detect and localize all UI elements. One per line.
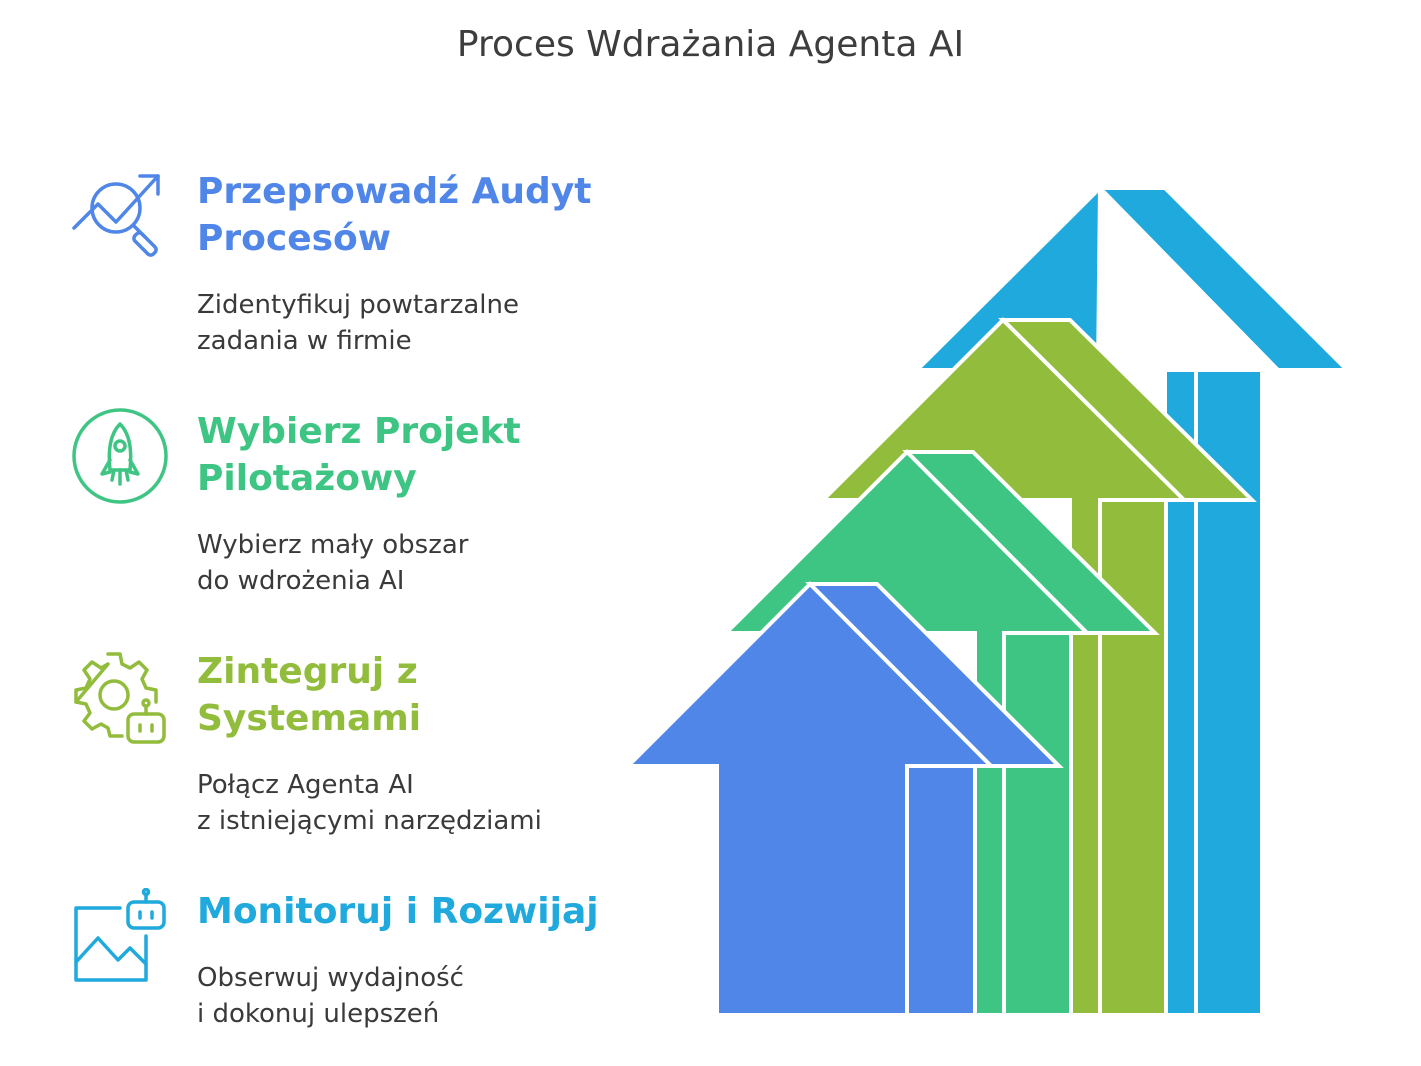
step-audit-heading: Przeprowadź Audyt Procesów [197,171,592,259]
step-audit-description: Zidentyfikuj powtarzalne zadania w firmi… [197,290,519,356]
step-integrate-description: Połącz Agenta AI z istniejącymi narzędzi… [197,770,542,836]
step-pilot-description: Wybierz mały obszar do wdrożenia AI [197,530,469,596]
chart-search-icon [72,174,160,257]
rocket-icon [72,408,168,504]
arrow-step-1 [623,581,1064,1017]
page-title: Proces Wdrażania Agenta AI [456,24,965,65]
gear-robot-icon [74,652,166,744]
step-integrate-heading: Zintegruj z Systemami [197,651,422,739]
monitor-robot-icon [74,888,166,982]
step-monitor-heading: Monitoruj i Rozwijaj [197,891,599,932]
step-pilot-heading: Wybierz Projekt Pilotażowy [197,411,521,499]
step-monitor-description: Obserwuj wydajność i dokonuj ulepszeń [197,963,464,1029]
